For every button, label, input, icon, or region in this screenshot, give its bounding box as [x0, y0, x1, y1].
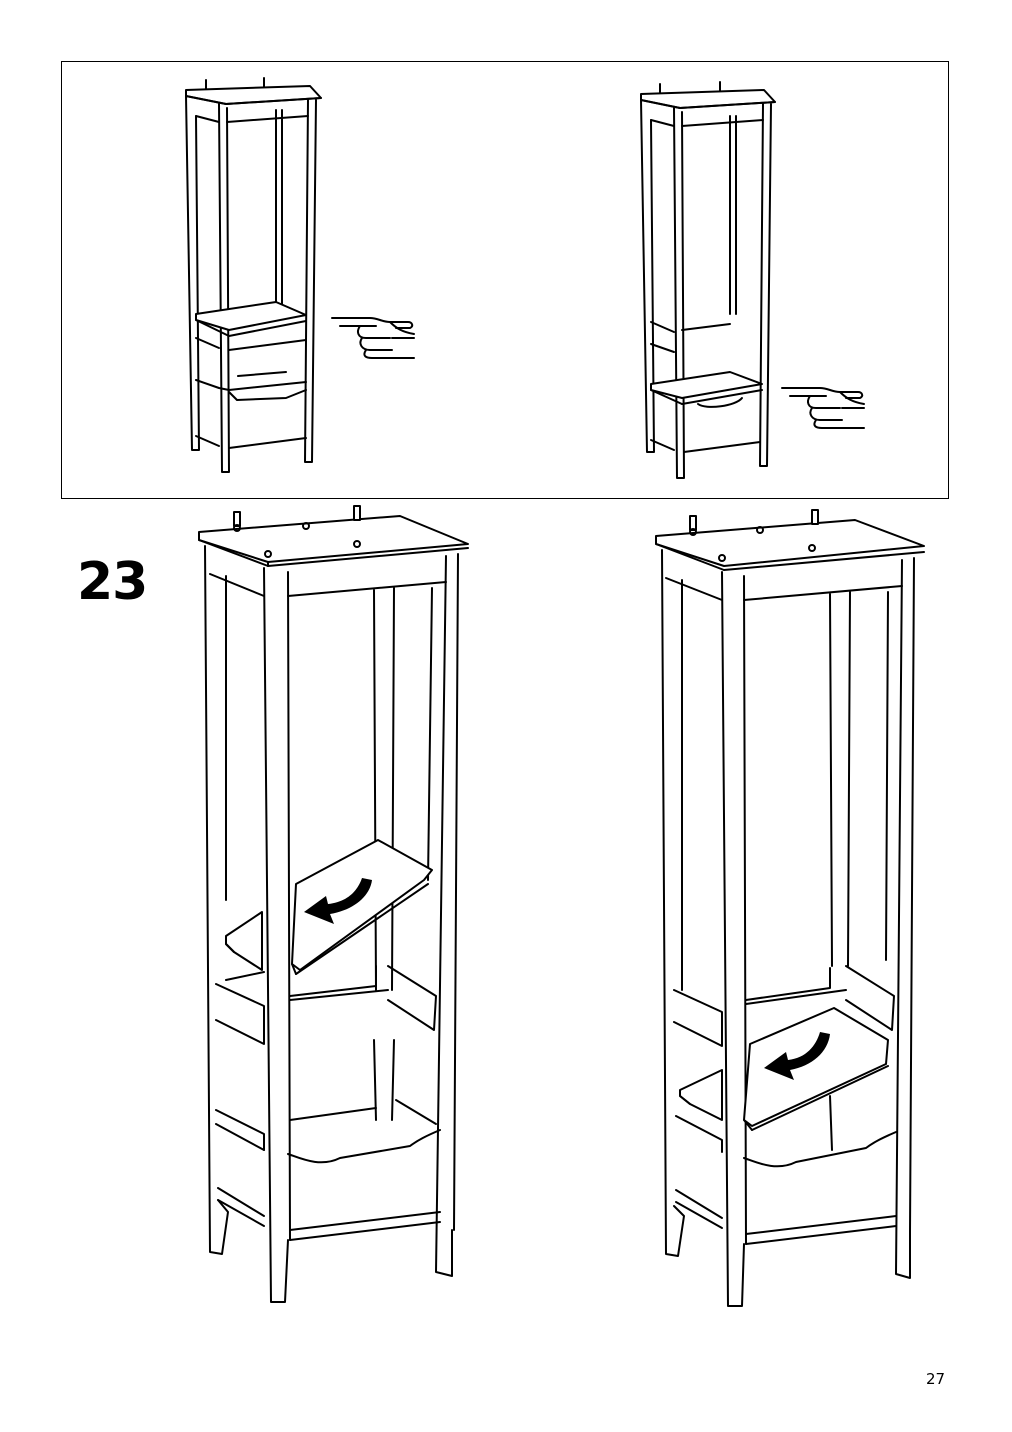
pointing-hand-icon	[331, 317, 415, 359]
detail-box	[61, 61, 949, 499]
step-number: 23	[77, 552, 148, 612]
page-number: 27	[926, 1370, 946, 1388]
pointing-hand-icon	[781, 387, 865, 429]
curved-arrow-icon	[304, 878, 372, 924]
curved-arrow-icon	[764, 1032, 830, 1080]
